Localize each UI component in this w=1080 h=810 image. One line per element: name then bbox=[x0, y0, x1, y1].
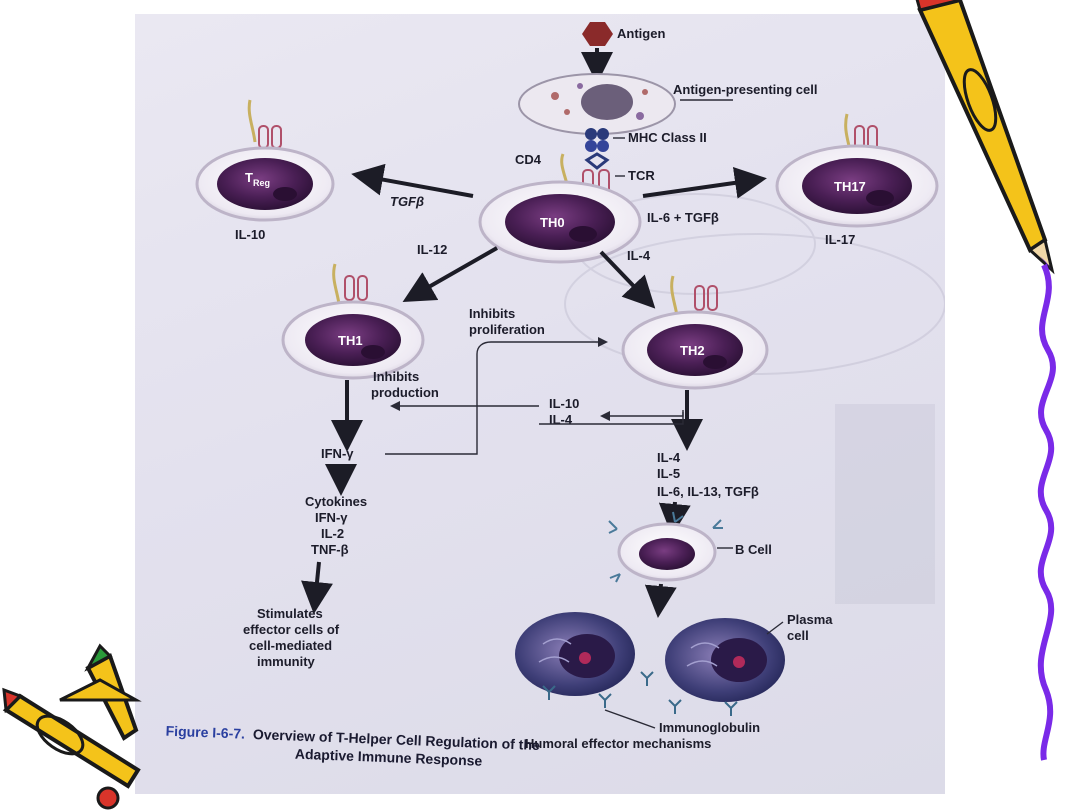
th2-label: TH2 bbox=[680, 343, 705, 358]
cytokines-item: Cytokines bbox=[305, 494, 367, 509]
treg-label: TReg bbox=[245, 170, 270, 188]
th1-cell bbox=[281, 263, 425, 380]
inhibits-prolif-line1: Inhibits bbox=[469, 306, 515, 321]
inhibits-prod-line1: Inhibits bbox=[373, 369, 419, 384]
immunoglobulin-label: Immunoglobulin bbox=[659, 720, 760, 735]
cytokines-list: Cytokines IFN-γ IL-2 TNF-β bbox=[305, 494, 367, 557]
th2-il-arrow bbox=[600, 411, 684, 421]
humoral-label: Humoral effector mechanisms bbox=[525, 736, 711, 751]
il4-top-label: IL-4 bbox=[627, 248, 651, 263]
il10-treg-label: IL-10 bbox=[235, 227, 265, 242]
cd4-label: CD4 bbox=[515, 152, 542, 167]
th0-to-th17-arrow bbox=[642, 166, 767, 199]
plasma-label-line2: cell bbox=[787, 628, 809, 643]
apc-cell bbox=[518, 73, 676, 135]
il6-tgfb-label: IL-6 + TGFβ bbox=[647, 210, 719, 225]
textbook-photo: Antigen Antigen-presenting cell bbox=[135, 14, 945, 794]
cytokines-item: IFN-γ bbox=[315, 510, 348, 525]
th2-product: IL-6, IL-13, TGFβ bbox=[657, 484, 759, 499]
stimulates-line: immunity bbox=[257, 654, 316, 669]
plasma-cell-right bbox=[665, 618, 785, 702]
immunoglobulin-leader bbox=[604, 709, 656, 729]
t-helper-diagram: Antigen Antigen-presenting cell bbox=[165, 22, 945, 769]
apc-label: Antigen-presenting cell bbox=[673, 82, 817, 97]
il10-mid-label: IL-10 bbox=[549, 396, 579, 411]
cytokines-down-arrow bbox=[301, 561, 333, 614]
plasma-leader bbox=[766, 621, 784, 635]
immunoglobulin-icons bbox=[542, 671, 738, 716]
treg-cell bbox=[195, 99, 335, 222]
th0-cell bbox=[478, 180, 642, 264]
stimulates-line: cell-mediated bbox=[249, 638, 332, 653]
il12-label: IL-12 bbox=[417, 242, 447, 257]
inhibits-prod-line2: production bbox=[371, 385, 439, 400]
th0-label: TH0 bbox=[540, 215, 565, 230]
figure-caption: Figure I-6-7. Overview of T-Helper Cell … bbox=[165, 723, 540, 769]
il4-mid-label: IL-4 bbox=[549, 412, 573, 427]
th0-to-treg-arrow bbox=[351, 163, 474, 198]
ifn-gamma-label: IFN-γ bbox=[321, 446, 354, 461]
cytokines-item: TNF-β bbox=[311, 542, 349, 557]
plasma-label-line1: Plasma bbox=[787, 612, 833, 627]
squiggle-decoration bbox=[1037, 263, 1056, 761]
th2-product: IL-5 bbox=[657, 466, 680, 481]
stimulates-line: effector cells of bbox=[243, 622, 340, 637]
inhibits-proliferation-arrow bbox=[385, 337, 608, 455]
il17-label: IL-17 bbox=[825, 232, 855, 247]
caption-line2: Adaptive Immune Response bbox=[295, 746, 483, 769]
th0-to-th2-arrow bbox=[599, 250, 656, 309]
caption-number: Figure I-6-7. bbox=[165, 723, 245, 742]
pencil-bottom-left-icon bbox=[2, 643, 142, 810]
th17-label: TH17 bbox=[834, 179, 866, 194]
mhc-label: MHC Class II bbox=[628, 130, 707, 145]
th17-cell bbox=[775, 113, 939, 228]
tgfb-label: TGFβ bbox=[390, 194, 424, 209]
th0-to-th1-arrow bbox=[402, 246, 498, 302]
th2-product: IL-4 bbox=[657, 450, 681, 465]
antigen-label: Antigen bbox=[617, 26, 665, 41]
th1-label: TH1 bbox=[338, 333, 363, 348]
b-cell-down-arrow bbox=[644, 583, 677, 618]
inhibits-prolif-line2: proliferation bbox=[469, 322, 545, 337]
th2-cell bbox=[621, 275, 769, 390]
th2-products-list: IL-4 IL-5 IL-6, IL-13, TGFβ bbox=[657, 450, 759, 499]
b-cell bbox=[608, 511, 723, 583]
antigen-icon bbox=[582, 22, 613, 46]
stimulates-text: Stimulates effector cells of cell-mediat… bbox=[243, 606, 340, 669]
plasma-cell-left bbox=[515, 612, 635, 696]
tcr-label: TCR bbox=[628, 168, 655, 183]
cytokines-item: IL-2 bbox=[321, 526, 344, 541]
stimulates-line: Stimulates bbox=[257, 606, 323, 621]
b-cell-label: B Cell bbox=[735, 542, 772, 557]
